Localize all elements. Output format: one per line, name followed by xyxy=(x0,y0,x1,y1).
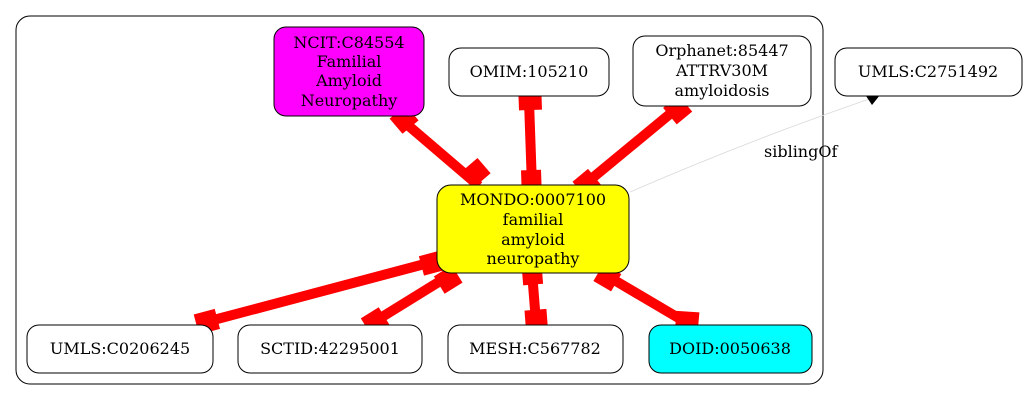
edge-doid-center-line xyxy=(606,272,690,328)
node-mesh[interactable]: MESH:C567782 xyxy=(447,324,624,374)
node-umls-c0206245[interactable]: UMLS:C0206245 xyxy=(26,324,214,374)
node-center-box xyxy=(436,184,630,274)
edge-ncit-center-end-cap xyxy=(461,158,491,187)
edge-ncit-center xyxy=(389,105,491,190)
node-doid[interactable]: DOID:0050638 xyxy=(648,324,813,374)
node-orphanet[interactable]: Orphanet:85447 ATTRV30M amyloidosis xyxy=(632,35,812,107)
edge-umls-c0206245-center xyxy=(193,250,445,335)
edge-orphanet-center-line xyxy=(586,105,680,184)
node-ncit[interactable]: NCIT:C84554 Familial Amyloid Neuropathy xyxy=(273,26,425,117)
node-umls-sibling-box xyxy=(834,47,1023,97)
node-orphanet-box xyxy=(632,35,812,107)
node-center-line-4: neuropathy xyxy=(487,249,580,268)
node-omim-box xyxy=(448,47,610,97)
node-ncit-line-2: Familial xyxy=(317,52,382,71)
sibling-edge-line xyxy=(629,97,873,193)
node-ncit-line-4: Neuropathy xyxy=(301,91,398,110)
node-mesh-line-1: MESH:C567782 xyxy=(469,339,601,358)
node-omim[interactable]: OMIM:105210 xyxy=(448,47,610,97)
sibling-edge-arrowhead xyxy=(866,95,880,105)
node-orphanet-line-1: Orphanet:85447 xyxy=(655,41,788,60)
node-umls-sibling[interactable]: UMLS:C2751492 xyxy=(834,47,1023,97)
node-orphanet-line-2: ATTRV30M xyxy=(675,61,768,80)
node-umls-c0206245-box xyxy=(26,324,214,374)
node-ncit-box xyxy=(273,26,425,117)
node-doid-line-1: DOID:0050638 xyxy=(669,339,791,358)
edge-sctid-center-line xyxy=(371,270,453,327)
cluster-boundary xyxy=(15,15,824,385)
node-sctid-line-1: SCTID:42295001 xyxy=(260,339,400,358)
node-orphanet-line-3: amyloidosis xyxy=(674,81,769,100)
edge-doid-center xyxy=(593,263,700,336)
node-mesh-box xyxy=(447,324,624,374)
edge-orphanet-center xyxy=(572,95,693,198)
node-umls-c0206245-line-1: UMLS:C0206245 xyxy=(50,339,190,358)
node-ncit-line-1: NCIT:C84554 xyxy=(293,33,404,52)
node-sctid[interactable]: SCTID:42295001 xyxy=(237,324,423,374)
node-umls-sibling-line-1: UMLS:C2751492 xyxy=(858,62,998,81)
node-center-line-1: MONDO:0007100 xyxy=(460,190,606,209)
sibling-edge: siblingOf xyxy=(629,95,880,193)
node-center[interactable]: MONDO:0007100 familial amyloid neuropath… xyxy=(436,184,630,274)
node-center-line-2: familial xyxy=(503,210,564,229)
node-sctid-box xyxy=(237,324,423,374)
edge-omim-center xyxy=(518,89,542,192)
node-ncit-line-3: Amyloid xyxy=(315,71,382,90)
sibling-edge-label: siblingOf xyxy=(764,142,838,161)
node-omim-line-1: OMIM:105210 xyxy=(470,62,589,81)
node-doid-box xyxy=(648,324,813,374)
node-center-line-3: amyloid xyxy=(501,230,565,249)
edge-umls-c0206245-center-line xyxy=(204,256,438,327)
